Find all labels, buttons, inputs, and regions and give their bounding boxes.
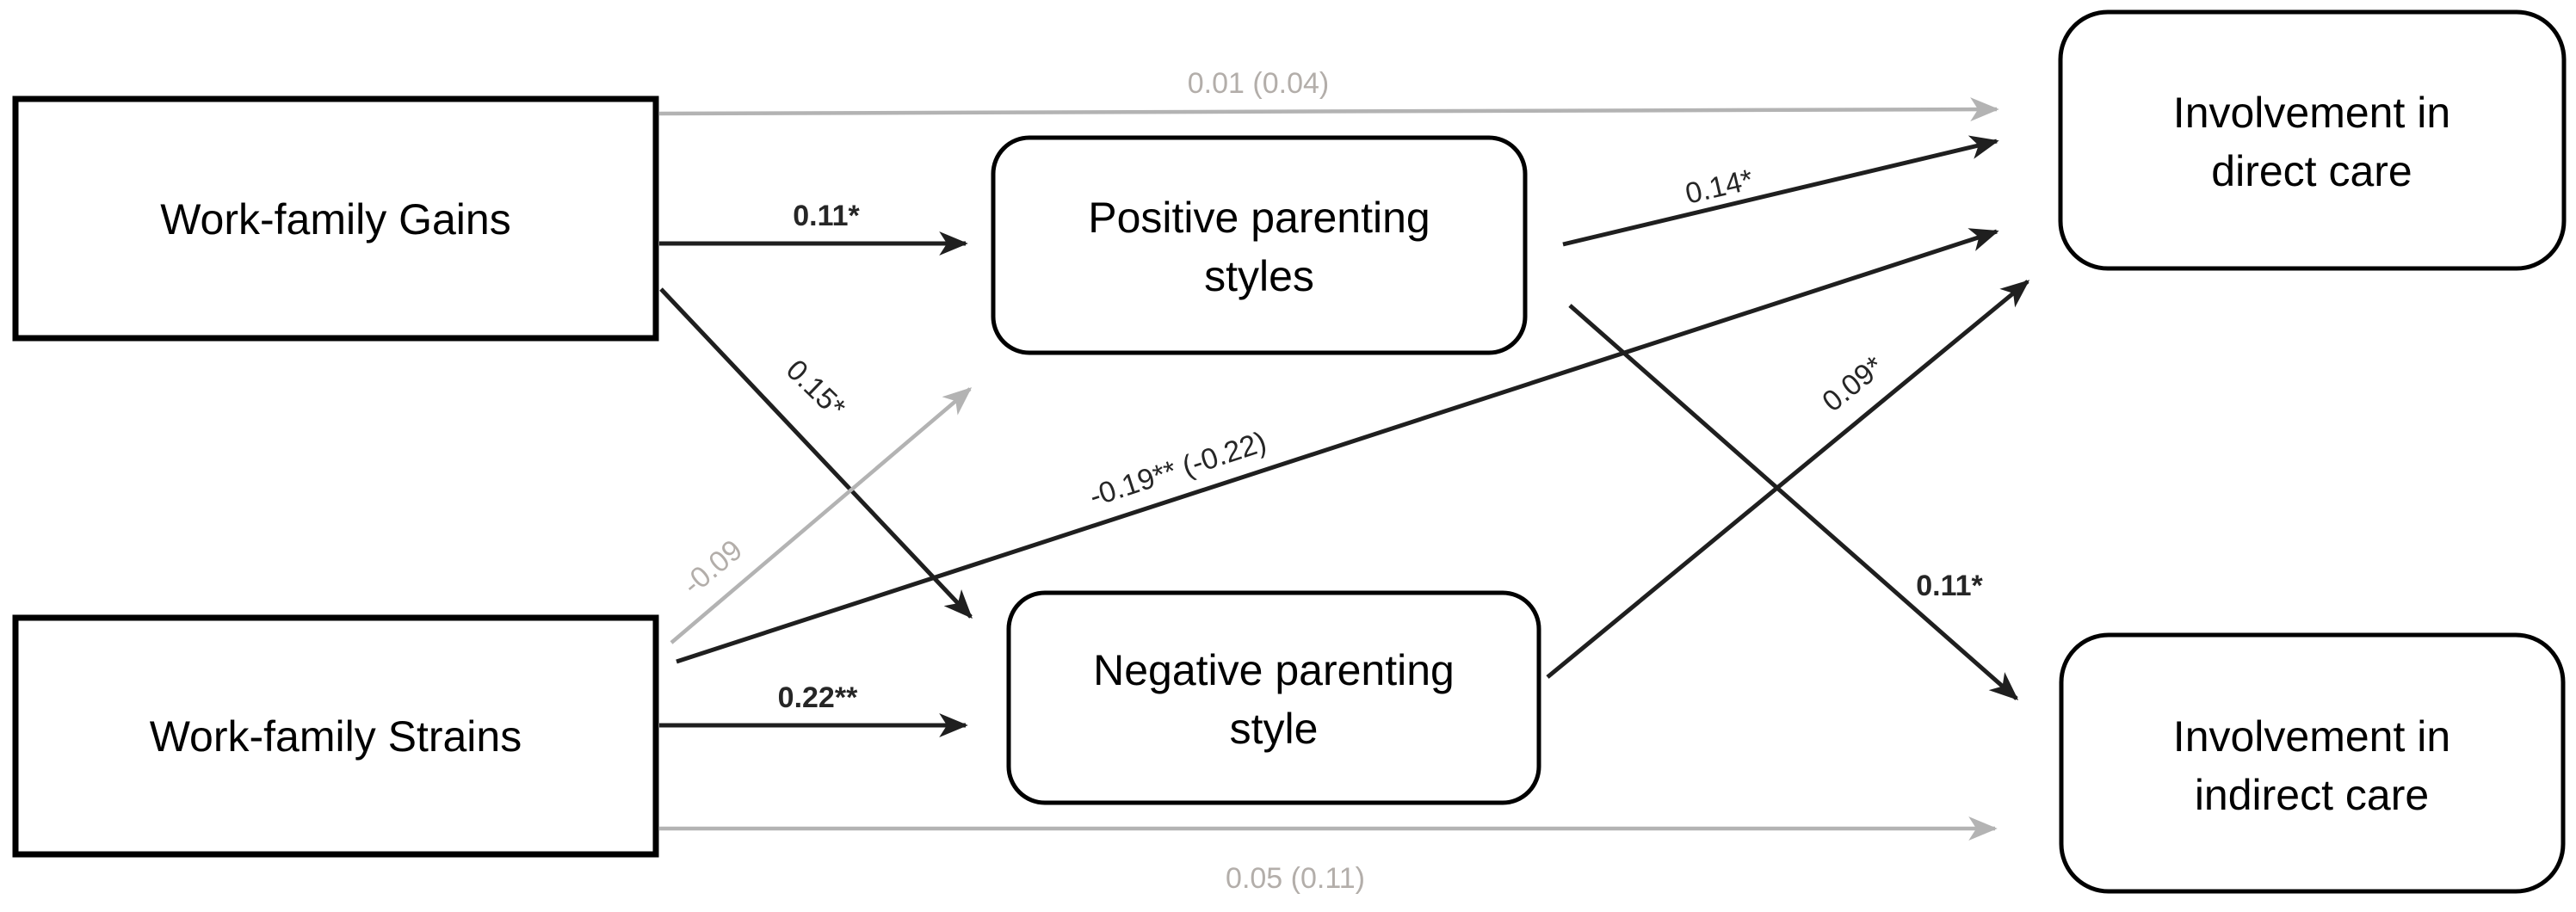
edge-label-gains-to-positive-parenting: 0.11* <box>793 200 860 232</box>
work-family-gains-box <box>12 96 659 342</box>
edge-gains-to-negative-parenting <box>659 287 973 619</box>
edge-label-positive-parenting-to-indirect-care: 0.11* <box>1916 570 1983 602</box>
involvement-direct-care-label-line1: Involvement in <box>2173 89 2450 137</box>
edge-positive-parenting-to-direct-care <box>1562 135 1999 247</box>
node-involvement-direct-care: Involvement in direct care <box>2058 9 2567 271</box>
negative-parenting-style-label-line1: Negative parenting <box>1093 646 1455 694</box>
edge-label-gains-to-direct-care: 0.01 (0.04) <box>1188 67 1329 100</box>
involvement-direct-care-label-line2: direct care <box>2211 147 2412 195</box>
involvement-indirect-care-label-line2: indirect care <box>2195 771 2429 819</box>
edge-label-negative-parenting-to-direct-care: 0.09* <box>1816 350 1890 419</box>
work-family-strains-box <box>12 614 659 858</box>
work-family-strains-label: Work-family Strains <box>150 712 522 761</box>
edge-label-strains-to-indirect-care: 0.05 (0.11) <box>1226 862 1365 895</box>
edge-strains-to-direct-care <box>676 228 1999 664</box>
node-involvement-indirect-care: Involvement in indirect care <box>2059 632 2566 894</box>
involvement-indirect-care-label-line1: Involvement in <box>2173 712 2450 761</box>
node-work-family-gains: Work-family Gains <box>12 96 659 342</box>
involvement-direct-care-box <box>2058 9 2567 271</box>
edge-label-strains-to-negative-parenting: 0.22** <box>778 681 858 714</box>
edge-label-gains-to-negative-parenting: 0.15* <box>780 354 852 424</box>
edge-strains-to-positive-parenting <box>670 387 973 644</box>
node-positive-parenting-styles: Positive parenting styles <box>991 135 1528 355</box>
node-negative-parenting-style: Negative parenting style <box>1006 590 1541 805</box>
edge-negative-parenting-to-direct-care <box>1546 280 2030 679</box>
negative-parenting-style-label-line2: style <box>1230 705 1319 753</box>
involvement-indirect-care-box <box>2059 632 2566 894</box>
work-family-gains-label: Work-family Gains <box>160 195 510 243</box>
positive-parenting-styles-label-line1: Positive parenting <box>1088 194 1430 242</box>
negative-parenting-style-box <box>1006 590 1541 805</box>
positive-parenting-styles-box <box>991 135 1528 355</box>
edge-label-positive-parenting-to-direct-care: 0.14* <box>1683 163 1757 211</box>
positive-parenting-styles-label-line2: styles <box>1204 252 1314 300</box>
edge-label-strains-to-positive-parenting: -0.09 <box>676 533 749 601</box>
edge-positive-parenting-to-indirect-care <box>1568 304 2019 700</box>
node-work-family-strains: Work-family Strains <box>12 614 659 858</box>
edge-gains-to-direct-care <box>658 97 1999 122</box>
edges <box>658 97 2030 841</box>
